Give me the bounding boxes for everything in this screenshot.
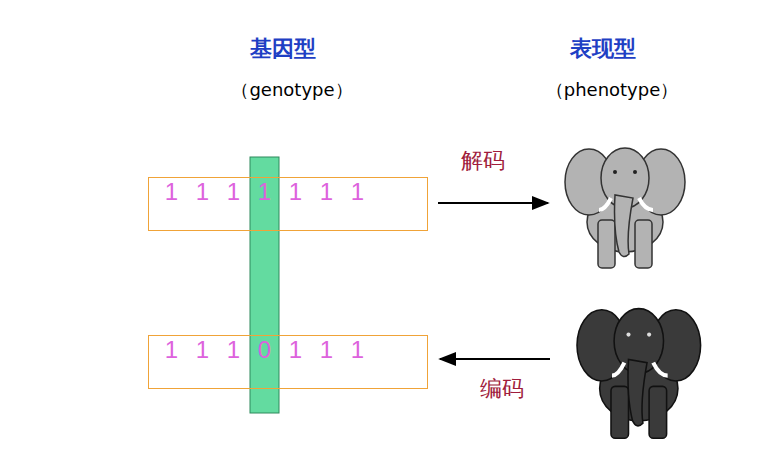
grey-elephant bbox=[565, 148, 685, 268]
encode-arrow bbox=[440, 358, 550, 360]
genotype-box: 1 1 1 0 1 1 1 bbox=[148, 335, 428, 389]
dark-elephant bbox=[577, 309, 701, 439]
decode-arrow bbox=[438, 202, 548, 204]
genotype-box: 1 1 1 1 1 1 1 bbox=[148, 177, 428, 231]
column-subheading: （phenotype） bbox=[546, 79, 679, 101]
column-heading: 基因型 bbox=[250, 36, 316, 62]
arrow-label: 解码 bbox=[461, 148, 505, 174]
arrow-label: 编码 bbox=[480, 376, 524, 402]
column-heading: 表现型 bbox=[570, 36, 636, 62]
bit-string: 1 1 1 0 1 1 1 bbox=[165, 336, 370, 364]
column-subheading: （genotype） bbox=[231, 79, 352, 101]
bit-string: 1 1 1 1 1 1 1 bbox=[165, 178, 370, 206]
